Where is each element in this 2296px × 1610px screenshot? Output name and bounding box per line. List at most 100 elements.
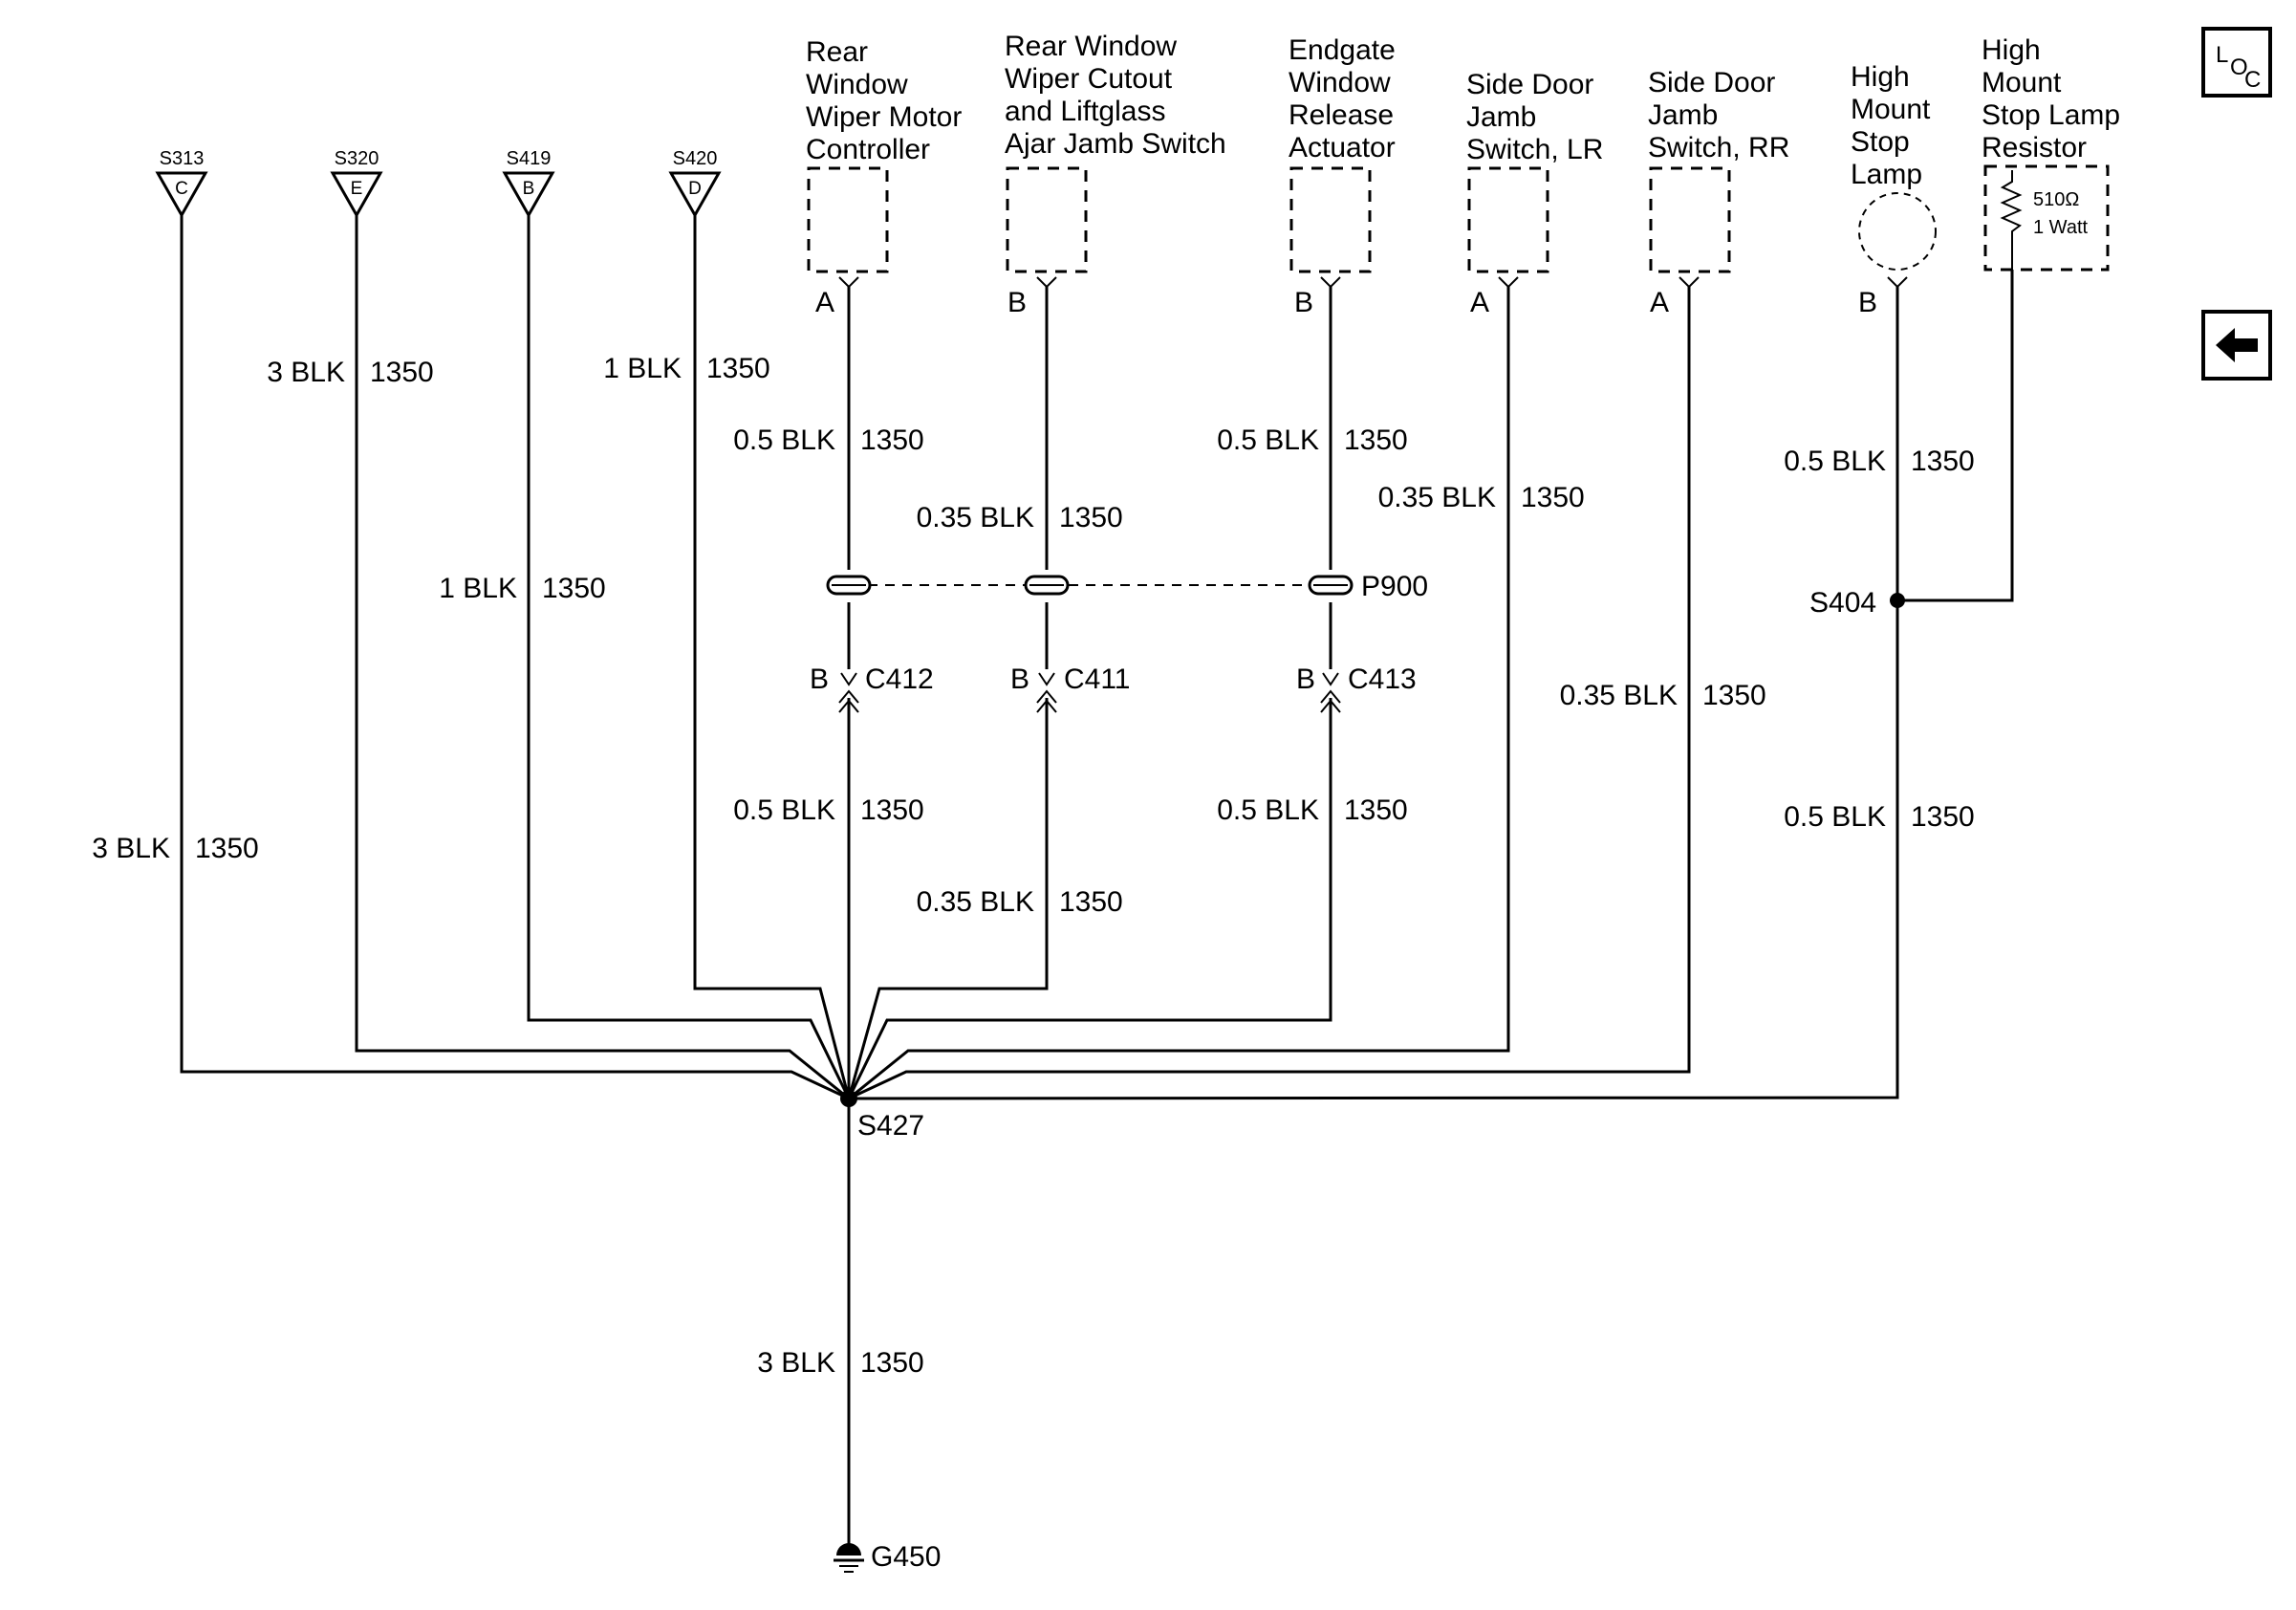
wire-size: 3 BLK	[267, 357, 345, 388]
wire-size: 0.5 BLK	[1217, 794, 1319, 826]
loc-letter-l: L	[2216, 42, 2228, 68]
splice-s404: S404	[1809, 587, 1905, 619]
harness-connector-id: P900	[1361, 571, 1428, 602]
splice-s313-id: S313	[160, 148, 205, 169]
wire-size: 0.5 BLK	[733, 794, 835, 826]
component-label-line: Controller	[806, 134, 930, 165]
pin-label: B	[1007, 287, 1027, 318]
splice-s320-pin: E	[351, 179, 363, 199]
component-label-line: Release	[1289, 99, 1394, 131]
wire-size: 0.35 BLK	[1378, 482, 1496, 513]
component-endgate-release-actuator: Endgate Window Release Actuator B	[1289, 34, 1396, 318]
wire-label: 0.5 BLK 1350	[1217, 424, 1408, 456]
wire-size: 0.5 BLK	[733, 424, 835, 456]
splice-s419-id: S419	[507, 148, 552, 169]
splice-s419: S419 B	[502, 148, 555, 219]
ground-icon	[836, 1543, 861, 1556]
component-label-line: Stop Lamp	[1982, 99, 2120, 131]
wire-size: 0.5 BLK	[1784, 446, 1886, 477]
wire-label: 1 BLK 1350	[439, 573, 605, 604]
wire-size: 3 BLK	[92, 833, 170, 864]
component-label-line: Wiper Motor	[806, 101, 962, 133]
component-label-line: Side Door	[1466, 69, 1593, 100]
inline-connector-pin: B	[810, 664, 829, 695]
inline-connector-c411: B C411	[1010, 664, 1131, 713]
inline-connector-pin: B	[1296, 664, 1315, 695]
wire-label: 0.35 BLK 1350	[1378, 482, 1585, 513]
loc-letter-o: O	[2230, 54, 2248, 80]
wire-label: 0.35 BLK 1350	[1560, 680, 1766, 711]
component-label-line: and Liftglass	[1005, 96, 1165, 127]
wire-label: 3 BLK 1350	[757, 1347, 923, 1379]
wire-size: 0.5 BLK	[1217, 424, 1319, 456]
component-label-line: High	[1851, 61, 1910, 93]
component-label-line: Stop	[1851, 126, 1910, 158]
wire-label: 0.5 BLK 1350	[1784, 446, 1975, 477]
loc-letter-c: C	[2244, 67, 2261, 93]
location-button[interactable]: L O C	[2201, 27, 2272, 98]
splice-s419-pin: B	[523, 179, 535, 199]
resistor-rating: 1 Watt	[2033, 217, 2088, 238]
component-label-line: Switch, RR	[1648, 132, 1789, 163]
component-label-line: High	[1982, 34, 2041, 66]
wire-circuit: 1350	[1911, 801, 1975, 833]
component-label-line: Window	[1289, 67, 1391, 98]
wire-circuit: 1350	[1521, 482, 1585, 513]
wire-circuit: 1350	[370, 357, 434, 388]
wire-label: 0.35 BLK 1350	[917, 502, 1123, 533]
back-button[interactable]	[2201, 310, 2272, 381]
component-label-line: Ajar Jamb Switch	[1005, 128, 1226, 160]
component-label-line: Rear	[806, 36, 868, 68]
splice-s427-id: S427	[857, 1110, 924, 1142]
wire-size: 1 BLK	[603, 353, 682, 384]
wire-circuit: 1350	[860, 424, 924, 456]
component-label-line: Side Door	[1648, 67, 1775, 98]
component-side-door-jamb-lr: Side Door Jamb Switch, LR A	[1466, 69, 1603, 318]
wire-label: 0.5 BLK 1350	[1784, 801, 1975, 833]
pin-label: B	[1294, 287, 1313, 318]
component-label-line: Switch, LR	[1466, 134, 1603, 165]
component-label-line: Mount	[1851, 94, 1931, 125]
splice-s320: S320 E	[330, 148, 383, 219]
wire-labels: 3 BLK 1350 1 BLK 1350 1 BLK 1350 0.5 BLK…	[92, 353, 1974, 1379]
ground-g450: G450	[834, 1541, 941, 1573]
wire-circuit: 1350	[542, 573, 606, 604]
component-label-line: Wiper Cutout	[1005, 63, 1173, 95]
wire-circuit: 1350	[1702, 680, 1766, 711]
lamp-icon	[1858, 192, 1937, 271]
wire-label: 0.35 BLK 1350	[917, 886, 1123, 918]
component-wiper-motor-controller: Rear Window Wiper Motor Controller A	[806, 36, 962, 318]
inline-connector-c413: B C413	[1296, 664, 1417, 713]
resistor-value: 510Ω	[2033, 189, 2079, 210]
splice-s420-id: S420	[673, 148, 718, 169]
wire-label: 0.5 BLK 1350	[733, 794, 924, 826]
wire-circuit: 1350	[1344, 424, 1408, 456]
wire-circuit: 1350	[1059, 502, 1123, 533]
wire-circuit: 1350	[1059, 886, 1123, 918]
wire-circuit: 1350	[1911, 446, 1975, 477]
splice-s404-id: S404	[1809, 587, 1876, 619]
wire-label: 3 BLK 1350	[267, 357, 433, 388]
wire-size: 0.35 BLK	[917, 502, 1034, 533]
component-label-line: Window	[806, 69, 908, 100]
component-label-line: Lamp	[1851, 159, 1922, 190]
component-label-line: Resistor	[1982, 132, 2087, 163]
wire-size: 1 BLK	[439, 573, 517, 604]
component-high-mount-stop-lamp: High Mount Stop Lamp B	[1851, 61, 1937, 318]
component-label-line: Endgate	[1289, 34, 1396, 66]
harness-connector-p900: P900	[826, 571, 1428, 602]
inline-connector-id: C411	[1064, 664, 1131, 695]
component-label-line: Jamb	[1648, 99, 1718, 131]
splice-s320-id: S320	[335, 148, 379, 169]
wire-label: 1 BLK 1350	[603, 353, 769, 384]
inline-connector-id: C412	[865, 664, 934, 695]
wire-circuit: 1350	[706, 353, 770, 384]
splice-s427: S427	[840, 1090, 924, 1142]
component-side-door-jamb-rr: Side Door Jamb Switch, RR A	[1648, 67, 1789, 318]
wire-circuit: 1350	[195, 833, 259, 864]
resistor-icon	[2000, 170, 2023, 270]
component-label-line: Rear Window	[1005, 31, 1177, 62]
pin-label: A	[1470, 287, 1489, 318]
splice-s313-pin: C	[175, 179, 188, 199]
inline-connector-c412: B C412	[810, 664, 934, 713]
